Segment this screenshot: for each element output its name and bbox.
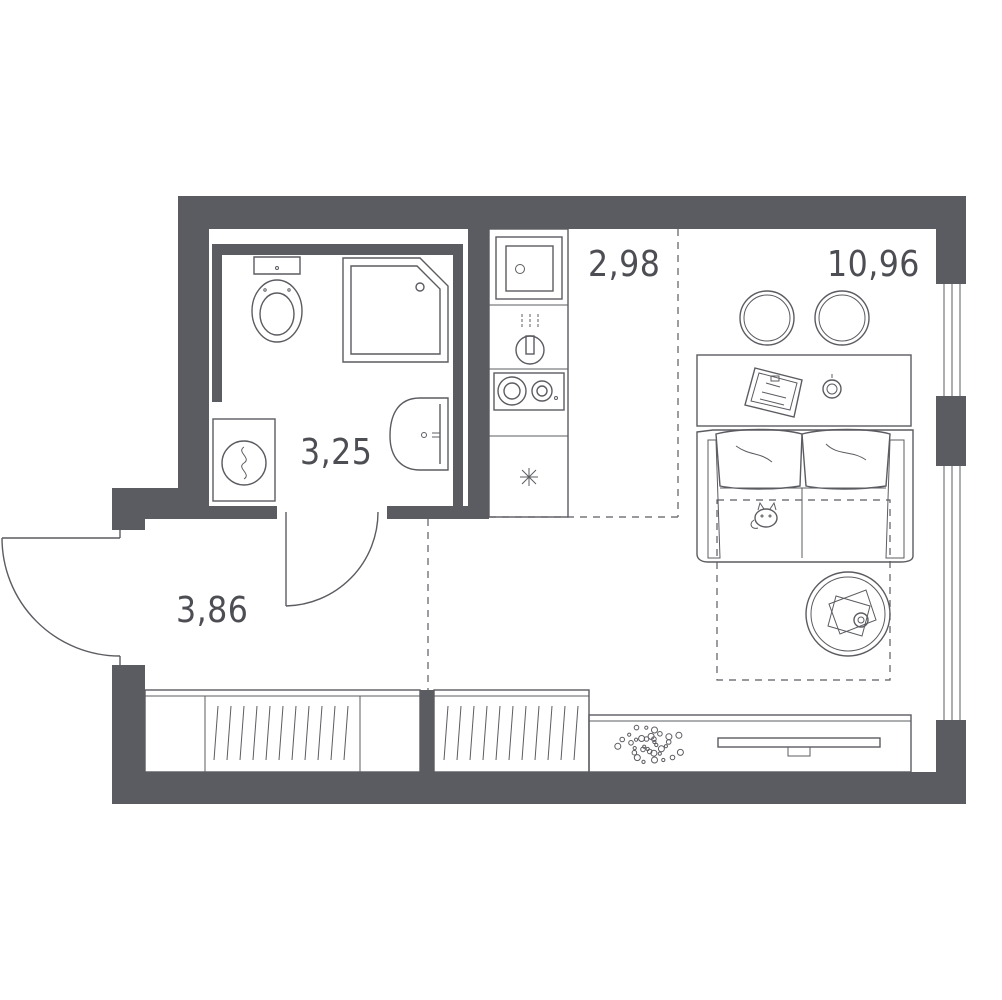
hanger-line (239, 705, 245, 761)
entrance-door-icon (1, 530, 121, 665)
plant-leaf (657, 751, 662, 756)
hanger-line (226, 705, 232, 761)
stool-icon (814, 290, 870, 346)
room-area-label-kitchen: 2,98 (588, 244, 661, 285)
washing-machine-icon (212, 418, 276, 502)
plant-leaf (654, 742, 659, 748)
plant-icon (614, 724, 684, 765)
zone-boundaries (427, 229, 679, 690)
stool-icon (739, 290, 795, 346)
wardrobe-icon (433, 689, 590, 773)
toilet-icon (251, 256, 303, 343)
wall-right-top (936, 196, 966, 284)
wall-right-bottom (936, 720, 966, 804)
plant-leaf (669, 754, 676, 761)
plant-leaf (614, 742, 622, 750)
wall-wardrobe-partition (420, 690, 434, 772)
plant-leaf (633, 754, 641, 762)
coffee-table-icon (805, 571, 891, 657)
plant-leaf (633, 724, 640, 731)
wardrobe-icon (144, 689, 421, 773)
hanger-line (456, 705, 462, 761)
plant-leaf (676, 748, 684, 756)
hanger-line (495, 705, 501, 761)
plant-leaf (638, 735, 646, 742)
mug-icon (822, 374, 842, 399)
hanger-line (317, 705, 323, 761)
plant-leaf (632, 746, 637, 751)
plant-leaf (628, 740, 634, 746)
plant-leaf (661, 757, 666, 763)
hanger-line (573, 705, 579, 761)
window-icon (943, 284, 961, 720)
kitchen-sink-icon (495, 236, 563, 300)
wall-bathroom-kitchen-partition (468, 229, 489, 519)
plant-leaf (651, 756, 658, 764)
plant-leaf (665, 739, 672, 745)
room-area-label-living-room: 10,96 (827, 244, 920, 285)
plant-leaf (657, 731, 663, 737)
plant-leaf (644, 725, 649, 730)
wall-bathroom-inner-top (212, 244, 463, 255)
hanger-line (469, 705, 475, 761)
hanger-line (508, 705, 514, 761)
hanger-line (304, 705, 310, 761)
plant-leaf (657, 745, 665, 753)
wall-bathroom-bottom-right (387, 506, 469, 519)
hanger-line (443, 705, 449, 761)
plant-leaf (619, 736, 626, 743)
wall-bathroom-inner-right (453, 244, 463, 506)
wall-left-upper (178, 196, 209, 519)
plant-leaf (652, 739, 657, 745)
plant-leaf (651, 736, 657, 742)
plant-leaf (665, 733, 673, 741)
wall-entrance-jamb-stub (112, 488, 145, 530)
hanger-line (534, 705, 540, 761)
wall-bottom (112, 772, 938, 804)
hanger-line (482, 705, 488, 761)
plant-leaf (627, 732, 632, 737)
cooktop-icon (493, 372, 565, 411)
room-area-label-hallway: 3,86 (176, 590, 249, 631)
faucet-icon (515, 314, 545, 365)
wall-top (178, 196, 938, 229)
bathroom-door-icon (285, 511, 379, 607)
plant-leaf (642, 744, 647, 749)
sofa-icon (696, 428, 914, 563)
kitchen-counter (488, 228, 569, 518)
plant-leaf (645, 746, 650, 752)
fridge-icon (520, 468, 538, 486)
room-area-label-bathroom: 3,25 (300, 432, 373, 473)
hanger-line (343, 705, 349, 761)
wall-right-middle (936, 396, 966, 466)
shower-tray-icon (342, 257, 449, 363)
tv-icon (717, 737, 881, 757)
plant-leaf (634, 737, 639, 742)
wall-bathroom-inner-left (212, 244, 222, 402)
hanger-line (278, 705, 284, 761)
desk-icon (696, 354, 912, 427)
hanger-line (560, 705, 566, 761)
cat-icon (750, 501, 778, 529)
plant-leaf (651, 726, 658, 734)
hanger-line (252, 705, 258, 761)
rug-icon (716, 499, 891, 681)
plant-leaf (663, 744, 669, 749)
hanger-line (213, 705, 219, 761)
wall-bathroom-bottom-left (209, 506, 277, 519)
walls (112, 196, 966, 804)
washbasin-icon (389, 397, 449, 471)
plant-leaf (641, 759, 646, 765)
plant-leaf (631, 749, 638, 756)
hanger-line (330, 705, 336, 761)
plant-leaf (675, 731, 683, 739)
hanger-line (547, 705, 553, 761)
hanger-line (291, 705, 297, 761)
laptop-icon (744, 367, 803, 418)
hanger-line (521, 705, 527, 761)
tv-stand (588, 714, 912, 773)
hanger-line (265, 705, 271, 761)
plant-leaf (643, 736, 650, 742)
